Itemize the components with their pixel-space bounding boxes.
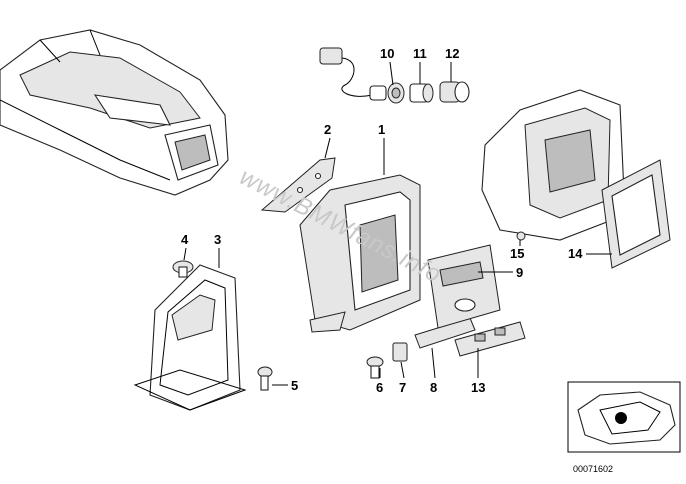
callout-2: 2 <box>324 122 331 137</box>
callout-7: 7 <box>399 380 406 395</box>
clip <box>172 260 194 278</box>
callout-1: 1 <box>378 122 385 137</box>
cigarette-lighter-socket-cable <box>319 47 405 104</box>
callout-14: 14 <box>568 246 583 261</box>
cover-plate <box>427 244 501 329</box>
callout-10: 10 <box>380 46 394 61</box>
callout-8: 8 <box>430 380 437 395</box>
callout-labels: 10 11 12 2 1 4 3 15 14 9 5 6 7 8 13 <box>181 46 583 395</box>
support-frame <box>133 264 247 411</box>
rear-console-housing <box>481 89 626 241</box>
trim-frame <box>601 159 671 269</box>
screw-6 <box>366 356 384 379</box>
locator-marker-icon <box>615 412 627 424</box>
center-console-illustration <box>0 29 229 196</box>
screw-5 <box>257 366 273 391</box>
plug <box>516 231 526 241</box>
callout-13: 13 <box>471 380 485 395</box>
callout-11: 11 <box>413 46 427 61</box>
bracket-piece <box>260 157 336 213</box>
document-number: 00071602 <box>573 464 613 474</box>
callout-15: 15 <box>510 246 524 261</box>
callout-12: 12 <box>445 46 459 61</box>
switch-panel <box>454 321 526 357</box>
callout-3: 3 <box>214 232 221 247</box>
leader-lines <box>183 61 612 386</box>
vehicle-locator-inset <box>567 381 681 453</box>
lighter-knob <box>439 81 470 103</box>
callout-9: 9 <box>516 265 523 280</box>
callout-6: 6 <box>376 380 383 395</box>
callout-4: 4 <box>181 232 189 247</box>
lighter-element <box>409 83 434 103</box>
callout-5: 5 <box>291 378 298 393</box>
nut-clip <box>392 342 408 362</box>
rear-console-trim-panel <box>299 174 421 333</box>
